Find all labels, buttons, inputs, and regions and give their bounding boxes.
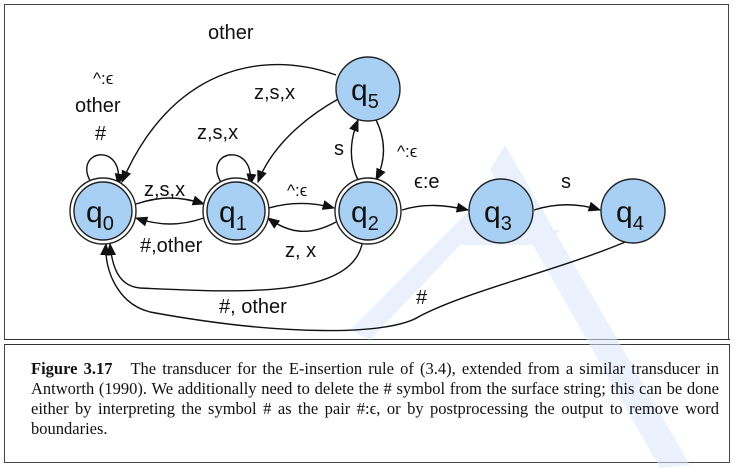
state-subscript: 4	[633, 213, 644, 235]
edge-q2-q0	[106, 242, 363, 292]
edge-label-q1-q2: ^:ϵ	[287, 181, 307, 200]
state-q1: q1	[202, 177, 270, 245]
state-q5: q5	[335, 56, 401, 122]
state-label: q	[351, 74, 368, 107]
edge-q2-q3	[401, 202, 470, 213]
divider-rule	[4, 339, 730, 340]
edge-label-q5-q2: ^:ϵ	[397, 142, 417, 161]
state-q0: q0	[69, 177, 137, 245]
edge-label-q0-loop: ^:ϵ	[93, 69, 113, 88]
caption-frame	[4, 345, 730, 463]
svg-text:q2: q2	[351, 196, 379, 235]
edge-q3-q4	[533, 201, 602, 212]
watermark-graphic	[350, 145, 690, 468]
state-subscript: 2	[368, 213, 379, 235]
state-q4: q4	[600, 178, 666, 244]
edge-q4-q0	[100, 239, 631, 332]
diagram-frame	[4, 4, 729, 339]
edge-q5-q0	[121, 64, 337, 184]
edge-q2-q5	[349, 118, 359, 181]
edge-label-q0-loop: #	[95, 123, 107, 145]
edge-label-q0-loop: other	[75, 95, 121, 117]
figure-number: Figure 3.17	[31, 359, 113, 378]
edge-q0-q1	[135, 195, 206, 206]
state-q2: q2	[334, 177, 402, 245]
edge-q1-q2	[268, 200, 336, 210]
edge-q5-q2	[375, 119, 386, 182]
state-q3: q3	[468, 178, 534, 244]
edge-label-q5-q0: other	[208, 22, 254, 44]
edge-q1-q0	[134, 216, 205, 227]
state-subscript: 5	[368, 91, 379, 113]
svg-text:q1: q1	[219, 196, 247, 235]
edge-label-q2-q3: ϵ:e	[414, 171, 440, 193]
state-subscript: 1	[236, 213, 247, 235]
edge-q1-loop	[216, 154, 257, 187]
svg-text:q3: q3	[484, 196, 512, 235]
edge-label-q2-q0: #, other	[219, 296, 287, 318]
state-label: q	[616, 196, 633, 229]
state-label: q	[86, 196, 103, 229]
edge-label-q4-q0: #	[416, 287, 428, 309]
edge-label-q0-q1: z,s,x	[144, 179, 185, 201]
divider-rule	[4, 344, 730, 345]
svg-text:q4: q4	[616, 196, 644, 235]
state-label: q	[219, 196, 236, 229]
edge-label-q1-q0: #,other	[140, 235, 203, 257]
edge-label-q1-loop: z,s,x	[197, 122, 238, 144]
state-subscript: 3	[501, 213, 512, 235]
edge-q2-q1	[266, 217, 337, 233]
svg-text:q0: q0	[86, 196, 114, 235]
caption-text: The transducer for the E-insertion rule …	[31, 359, 719, 438]
edge-label-q3-q4: s	[561, 171, 571, 193]
svg-text:q5: q5	[351, 74, 379, 113]
state-subscript: 0	[103, 213, 114, 235]
state-label: q	[484, 196, 501, 229]
edge-q0-loop	[86, 154, 125, 187]
edge-label-q5-q1: z,s,x	[254, 82, 295, 104]
edge-label-q2-q1: z, x	[285, 240, 316, 262]
edge-label-q2-q5: s	[334, 138, 344, 160]
state-label: q	[351, 196, 368, 229]
edge-q5-q1	[257, 97, 341, 184]
